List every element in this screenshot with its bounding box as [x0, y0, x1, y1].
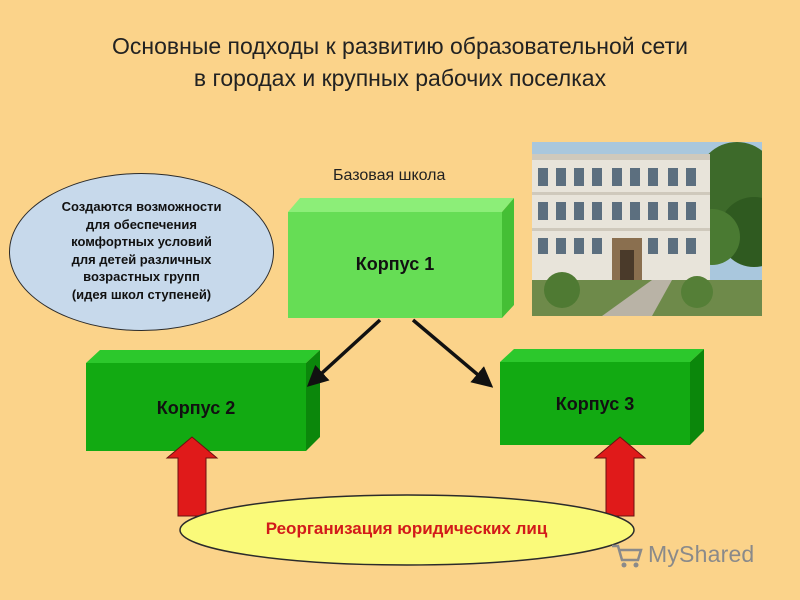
- watermark-text: MyShared: [648, 541, 755, 567]
- reorg-label: Реорганизация юридических лиц: [265, 519, 548, 538]
- korpus-1-label: Корпус 1: [355, 254, 435, 274]
- ellipse-line: Создаются возможности: [61, 199, 222, 214]
- info-ellipse: [9, 173, 274, 331]
- ellipse-line: (идея школ ступеней): [71, 286, 212, 302]
- info-ellipse-text: Создаются возможности для обеспечения ко…: [20, 198, 263, 303]
- korpus-3-label: Корпус 3: [555, 394, 635, 414]
- korpus-1-box: [288, 198, 514, 318]
- title-line-2: в городах и крупных рабочих поселках: [193, 65, 607, 91]
- ellipse-line: для обеспечения: [86, 216, 197, 232]
- arrow-up-red: [593, 436, 647, 517]
- ellipse-line: для детей различных: [71, 251, 212, 267]
- title-line-1: Основные подходы к развитию образователь…: [112, 33, 688, 59]
- page-title: Основные подходы к развитию образователь…: [0, 30, 800, 94]
- arrow-down-right: [411, 318, 494, 388]
- watermark: MyShared: [610, 540, 754, 570]
- korpus-3-box: [500, 349, 704, 445]
- reorg-oval: [179, 494, 635, 566]
- cart-logo-icon: [612, 544, 643, 568]
- base-school-label: Базовая школа: [333, 167, 446, 184]
- korpus-2-label: Корпус 2: [156, 398, 236, 418]
- ellipse-line: возрастных групп: [83, 269, 200, 284]
- ellipse-line: комфортных условий: [71, 234, 212, 249]
- building-photo: [532, 142, 762, 316]
- arrow-up-red: [165, 436, 219, 517]
- arrow-down-left: [306, 318, 382, 387]
